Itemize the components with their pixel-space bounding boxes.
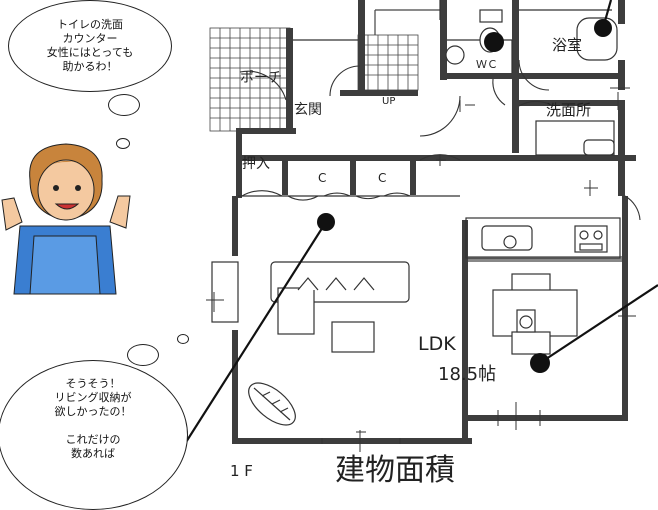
room-label-bath: 浴室 <box>552 36 582 54</box>
speech-bubble-bottom-text: そうそう！ リビング収納が 欲しかったの！ これだけの 数あれば <box>54 377 132 460</box>
room-label-washroom: 洗面所 <box>546 101 591 119</box>
thought-dot <box>127 344 159 366</box>
room-label-closet-2: C <box>378 171 386 185</box>
walls <box>232 0 636 444</box>
floor-plan-title: 建物面積 <box>335 453 455 483</box>
pointer-dots <box>317 19 612 373</box>
thought-dot <box>177 334 189 344</box>
floor-plan-drawing: 押入 C C ポーチ 玄関 UP ＷＣ 浴室 洗面所 LDK 18.5帖 1 F… <box>1 0 658 488</box>
room-label-ldk: LDK <box>418 333 456 355</box>
fixtures <box>445 9 618 253</box>
room-label-entrance: 玄関 <box>294 101 322 118</box>
doors <box>239 59 641 221</box>
room-label-closet-1: C <box>318 171 326 185</box>
thought-dot <box>108 94 140 116</box>
dining-set <box>492 273 578 355</box>
thought-dot <box>116 138 130 149</box>
plant <box>248 382 296 426</box>
speech-bubble-bottom: そうそう！ リビング収納が 欲しかったの！ これだけの 数あれば <box>0 360 188 510</box>
room-label-storage: 押入 <box>242 156 270 172</box>
speech-bubble-top-text: トイレの洗面 カウンター 女性にはとっても 助かるわ！ <box>46 18 134 73</box>
sofa <box>270 261 410 335</box>
room-label-porch: ポーチ <box>240 70 282 86</box>
room-label-ldk-size: 18.5帖 <box>438 364 496 385</box>
speech-bubble-top: トイレの洗面 カウンター 女性にはとっても 助かるわ！ <box>8 0 172 92</box>
floor-label: 1 F <box>230 462 253 480</box>
room-label-toilet: ＷＣ <box>476 58 498 71</box>
stair-grid <box>357 9 440 91</box>
coffee-table <box>331 321 375 353</box>
woman-illustration <box>1 143 131 295</box>
stair-up-label: UP <box>382 96 395 107</box>
